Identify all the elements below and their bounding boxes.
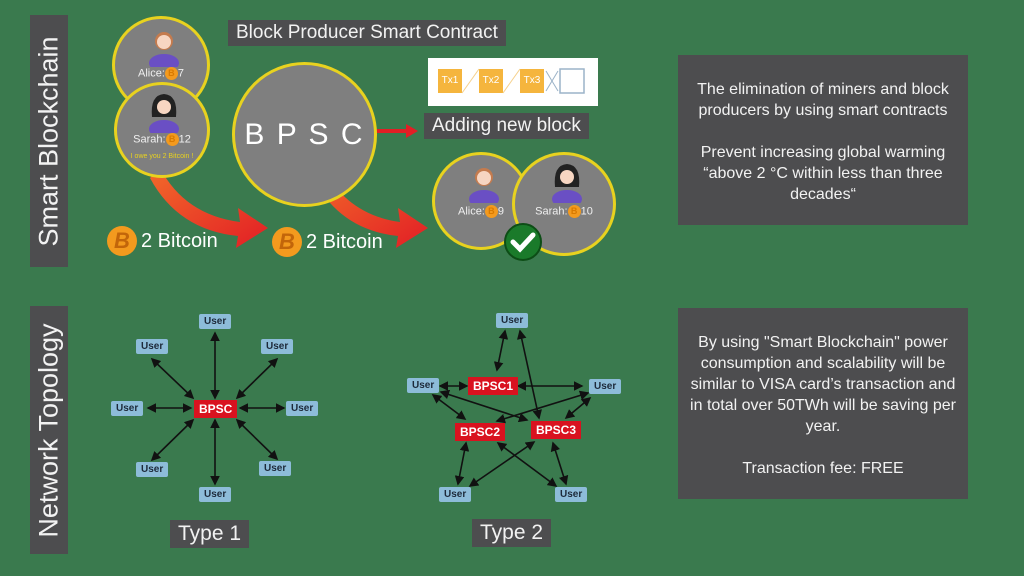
tx-block: Tx2 — [479, 69, 503, 93]
bitcoin-icon: B — [567, 205, 581, 218]
user-node: User — [136, 339, 169, 354]
bitcoin-icon: B — [484, 205, 498, 218]
user-node: User — [496, 313, 529, 328]
bpsc1-node: BPSC1 — [468, 377, 519, 395]
bitcoin-icon: B — [165, 133, 179, 146]
user-node: User — [199, 314, 232, 329]
bpsc3-node: BPSC3 — [531, 421, 582, 439]
bitcoin-icon: B — [107, 226, 137, 256]
type1-label: Type 1 — [170, 520, 250, 548]
user-node: User — [199, 487, 232, 502]
adding-block-label: Adding new block — [424, 113, 589, 139]
user-node: User — [111, 401, 144, 416]
alice-avatar-icon — [469, 168, 499, 203]
user-node: User — [136, 462, 169, 477]
user-node: User — [286, 401, 319, 416]
info-box-elimination: The elimination of miners and block prod… — [678, 55, 968, 225]
transfer-label-1: B 2 Bitcoin — [107, 226, 218, 256]
sarah-note: I owe you 2 Bitcoin ! — [130, 153, 194, 160]
checkmark-icon — [504, 223, 542, 261]
bpsc-node: BPSC — [194, 400, 238, 418]
user-node: User — [439, 487, 472, 502]
sarah-avatar-icon — [552, 164, 582, 203]
transfer-label-2: B 2 Bitcoin — [272, 227, 383, 257]
curved-arrow-2 — [313, 168, 428, 248]
bitcoin-icon: B — [272, 227, 302, 257]
chain-links — [461, 68, 585, 94]
user-node: User — [261, 339, 294, 354]
user-node: User — [407, 378, 440, 393]
tx-block: Tx3 — [520, 69, 544, 93]
type2-label: Type 2 — [472, 519, 552, 547]
section-label-network-topology: Network Topology — [30, 306, 68, 554]
user-node: User — [259, 461, 292, 476]
red-arrow-head — [406, 124, 418, 138]
user-node: User — [589, 379, 622, 394]
bpsc2-node: BPSC2 — [455, 423, 506, 441]
alice-avatar-icon — [149, 32, 179, 67]
bitcoin-icon: B — [164, 67, 178, 80]
curved-arrow-1 — [150, 168, 268, 248]
info-box-scalability: By using "Smart Blockchain" power consum… — [678, 308, 968, 499]
empty-block — [559, 68, 585, 94]
tx-block: Tx1 — [438, 69, 462, 93]
sarah-avatar-icon — [149, 94, 179, 133]
block-box: Tx1 Tx2 Tx3 — [428, 58, 598, 106]
bpsc-title: Block Producer Smart Contract — [228, 20, 506, 46]
bpsc-circle: B P S C — [232, 62, 377, 207]
user-node: User — [555, 487, 588, 502]
section-label-smart-blockchain: Smart Blockchain — [30, 15, 68, 267]
